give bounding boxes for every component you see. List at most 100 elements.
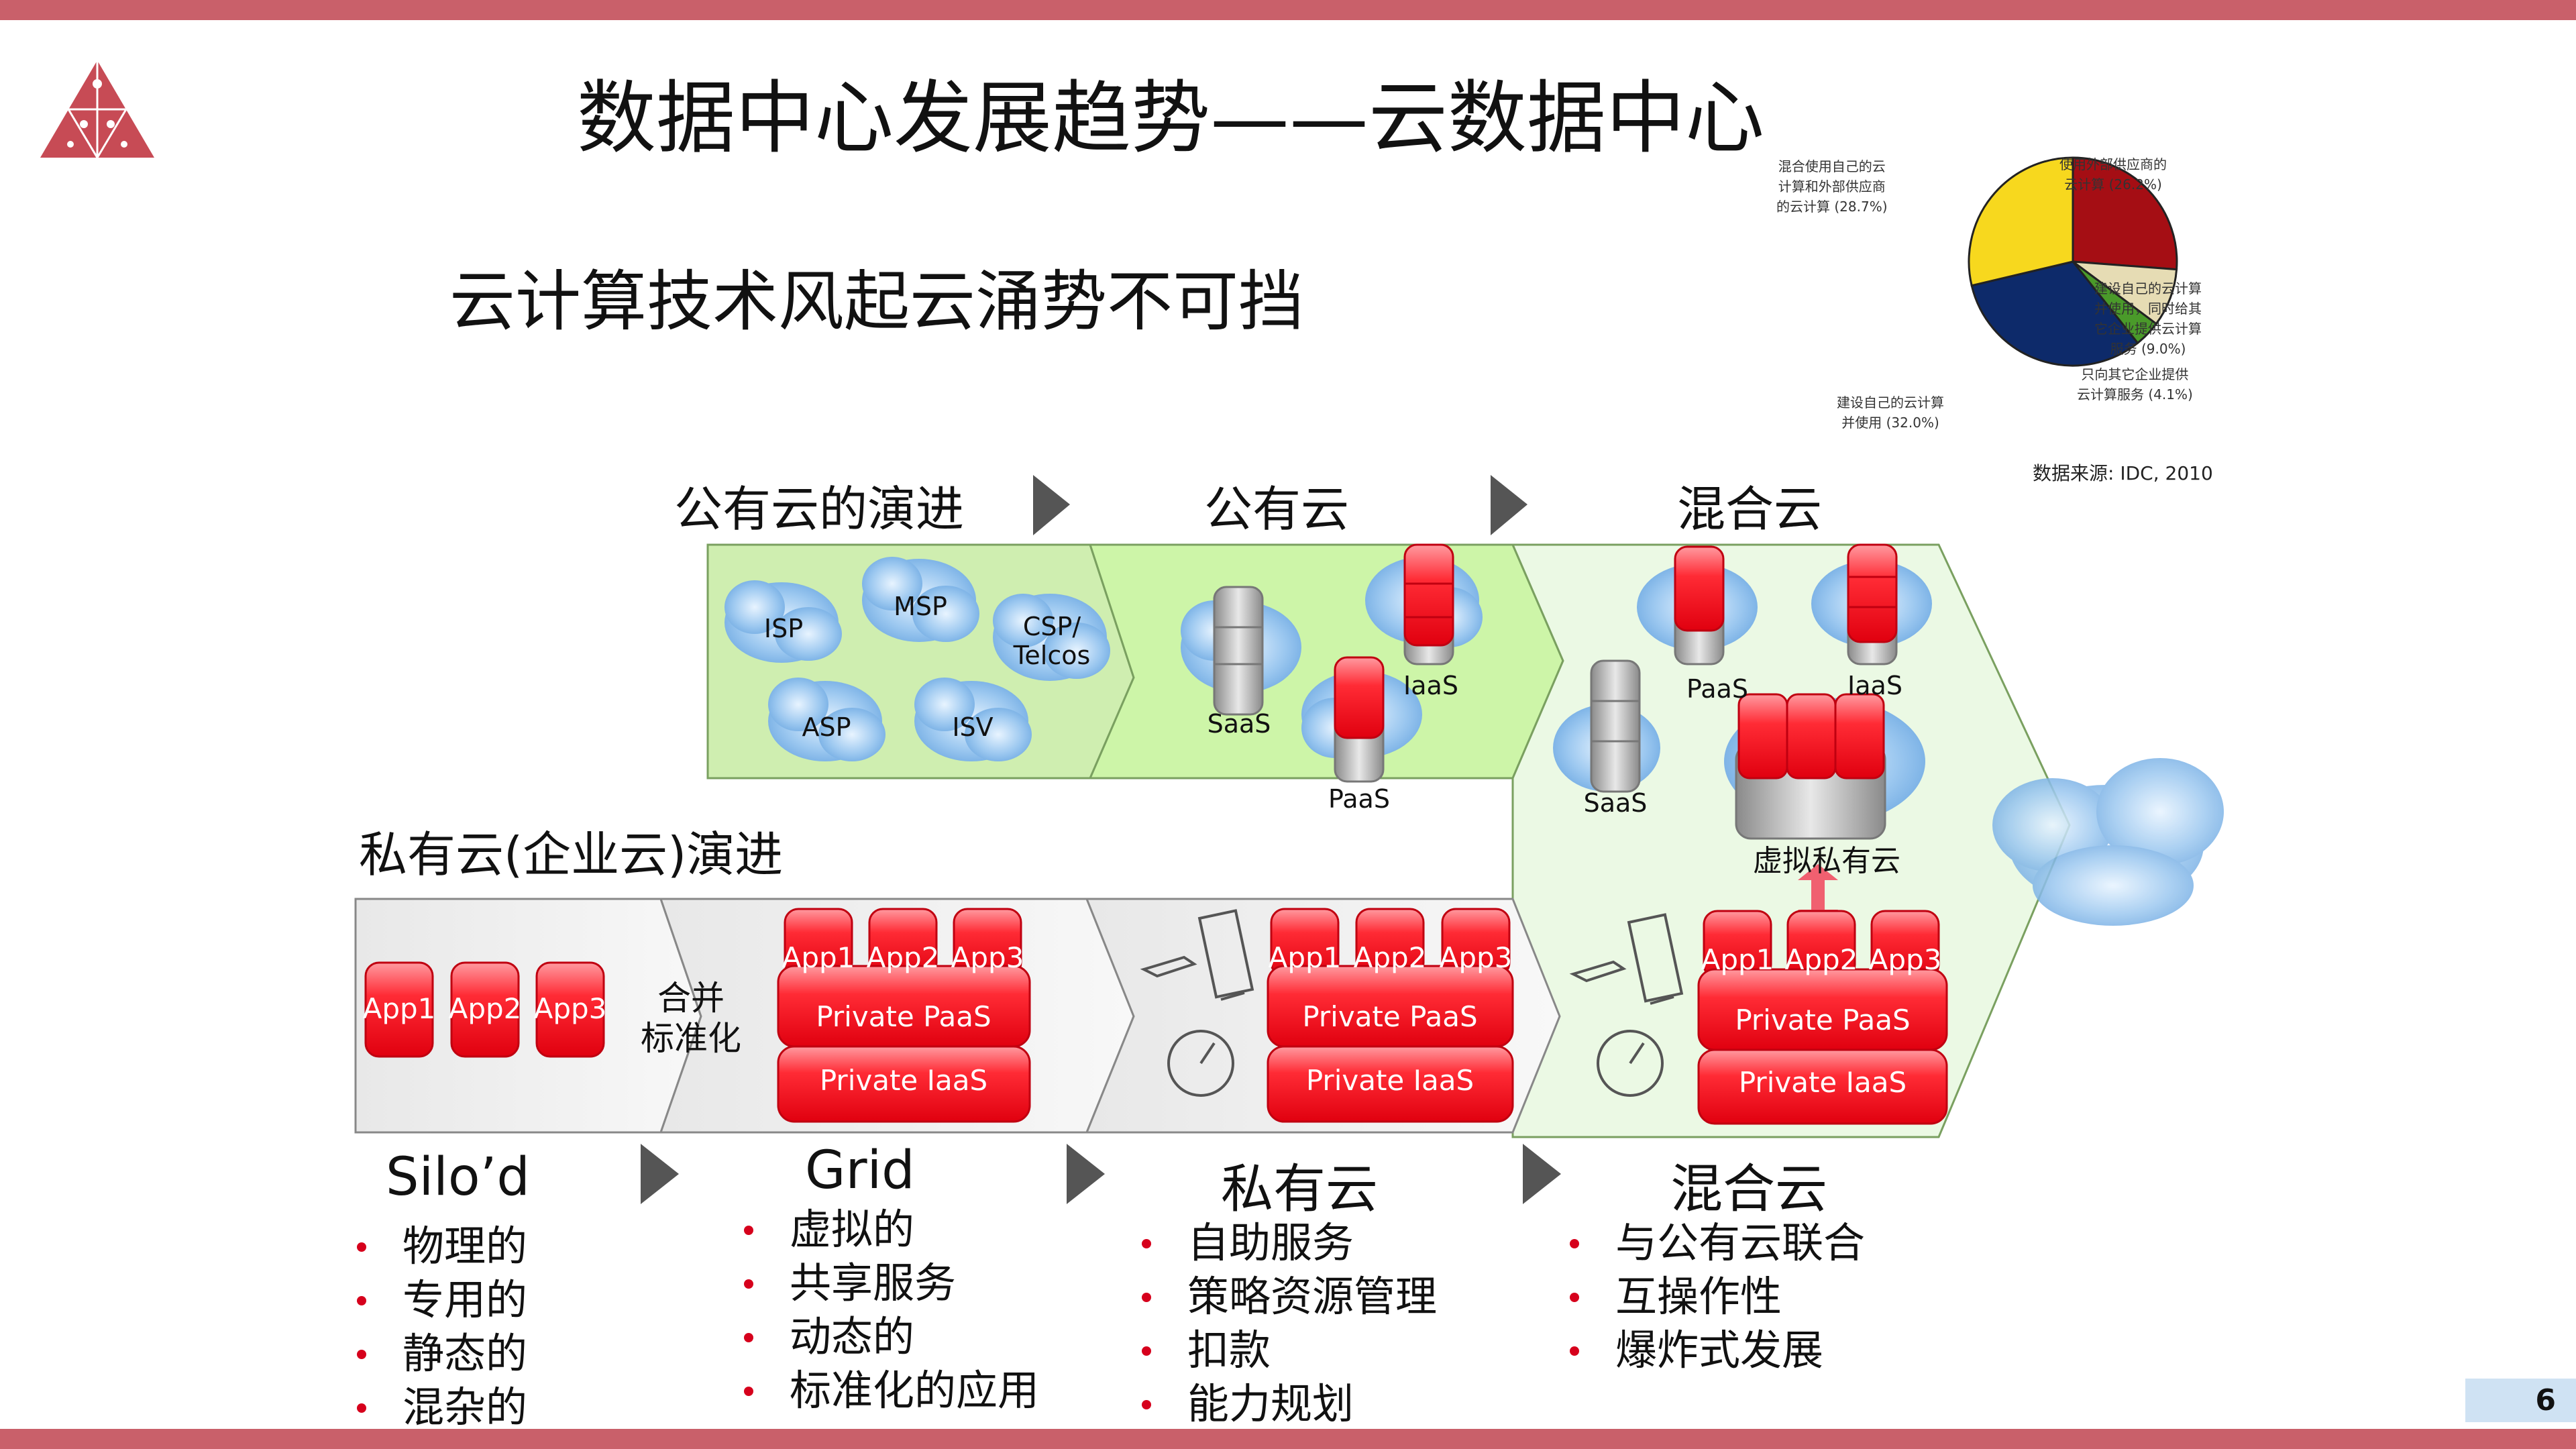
pie-slice-3 — [1970, 260, 2139, 367]
hybrid-iaas-label: IaaS — [1847, 671, 1902, 700]
svg-text:标准化: 标准化 — [641, 1019, 741, 1058]
iaas-server-icon — [1403, 543, 1454, 647]
cloud-label-asp: ASP — [802, 712, 851, 742]
column-head-private: 私有云 — [1221, 1159, 1379, 1220]
cloud-label-isp: ISP — [764, 614, 803, 643]
hybrid-cloud-heading: 混合云 — [1677, 481, 1823, 537]
pie-label-own: 建设自己的云计算并使用 (32.0%) — [1837, 394, 1944, 431]
list-item: 共享服务 — [736, 1256, 1039, 1310]
list-item: 自助服务 — [1134, 1216, 1437, 1270]
silo-bullet-list: 物理的 专用的 静态的 混杂的 — [349, 1220, 527, 1434]
merge-label: 合并 — [657, 979, 724, 1018]
private-iaas-block — [777, 1045, 1031, 1123]
saas-server-icon — [1590, 659, 1641, 793]
iaas-label: IaaS — [1403, 671, 1458, 700]
public-cloud-heading: 公有云 — [1204, 481, 1350, 537]
arrow-icon — [1491, 475, 1527, 535]
pie-slice-1 — [2069, 260, 2178, 325]
cloud-label-msp: MSP — [894, 592, 947, 621]
saas-label: SaaS — [1208, 709, 1271, 739]
arrow-icon — [641, 1144, 679, 1204]
private-paas-label: Private PaaS — [1735, 1004, 1910, 1036]
pie-label-own-and-provide: 建设自己的云计算并使用，同时给其它企业提供云计算服务 (9.0%) — [2094, 280, 2202, 357]
app-box — [450, 961, 520, 1058]
private-iaas-label: Private IaaS — [1739, 1066, 1907, 1099]
list-item: 静态的 — [349, 1327, 527, 1381]
page-number: 6 — [2465, 1379, 2576, 1422]
app-label: App3 — [1869, 943, 1942, 976]
private-iaas-block — [1267, 1045, 1514, 1123]
app-label: App3 — [951, 941, 1024, 974]
app-label: App1 — [782, 941, 855, 974]
private-paas-label: Private PaaS — [816, 1000, 991, 1033]
list-item: 扣款 — [1134, 1324, 1437, 1377]
gauge-icon — [1597, 1030, 1664, 1097]
pie-slice-4 — [1968, 156, 2074, 287]
arrow-icon — [1523, 1144, 1561, 1204]
list-item: 专用的 — [349, 1273, 527, 1327]
list-item: 与公有云联合 — [1562, 1216, 1865, 1270]
app-label: App3 — [534, 992, 607, 1025]
paas-label: PaaS — [1328, 784, 1390, 814]
logo-icon — [40, 60, 154, 158]
app-label: App1 — [1701, 943, 1774, 976]
public-evolution-heading: 公有云的演进 — [674, 481, 965, 537]
private-iaas-label: Private IaaS — [820, 1064, 987, 1097]
list-item: 物理的 — [349, 1220, 527, 1273]
private-iaas-label: Private IaaS — [1306, 1064, 1474, 1097]
app-label: App2 — [449, 992, 522, 1025]
pie-slice-0 — [2072, 156, 2178, 271]
private-bullet-list: 自助服务 策略资源管理 扣款 能力规划 — [1134, 1216, 1437, 1431]
iaas-server-icon — [1847, 543, 1898, 643]
list-item: 爆炸式发展 — [1562, 1324, 1865, 1377]
list-item: 虚拟的 — [736, 1203, 1039, 1256]
svg-text:Telcos: Telcos — [1013, 641, 1091, 670]
pie-chart — [1968, 156, 2178, 367]
private-iaas-block — [1697, 1049, 1948, 1125]
bottom-band — [0, 1429, 2576, 1449]
cloud-icon — [768, 678, 885, 761]
saas-server-icon — [1213, 586, 1264, 716]
hybrid-saas-label: SaaS — [1584, 788, 1648, 818]
list-item: 能力规划 — [1134, 1377, 1437, 1431]
pie-label-hybrid: 混合使用自己的云计算和外部供应商的云计算 (28.7%) — [1776, 158, 1888, 215]
list-item: 标准化的应用 — [736, 1364, 1039, 1417]
page-subtitle: 云计算技术风起云涌势不可挡 — [449, 264, 1305, 340]
hybrid-paas-label: PaaS — [1686, 674, 1748, 704]
cloud-icon — [993, 594, 1110, 681]
hybrid-bullet-list: 与公有云联合 互操作性 爆炸式发展 — [1562, 1216, 1865, 1377]
app-box — [364, 961, 434, 1058]
app-box — [535, 961, 605, 1058]
list-item: 动态的 — [736, 1310, 1039, 1364]
grid-bullet-list: 虚拟的 共享服务 动态的 标准化的应用 — [736, 1203, 1039, 1417]
data-source: 数据来源: IDC, 2010 — [2033, 462, 2213, 484]
list-item: 混杂的 — [349, 1381, 527, 1434]
arrow-icon — [1067, 1144, 1105, 1204]
private-evolution-heading: 私有云(企业云)演进 — [359, 826, 784, 883]
list-item: 策略资源管理 — [1134, 1270, 1437, 1324]
arrow-icon — [1033, 475, 1070, 535]
virtual-private-cloud-label: 虚拟私有云 — [1753, 844, 1900, 878]
app-label: App2 — [867, 941, 940, 974]
list-item: 互操作性 — [1562, 1270, 1865, 1324]
column-head-silo: Silo’d — [386, 1147, 530, 1208]
cloud-label-csp: CSP/ — [1023, 612, 1081, 641]
app-label: App3 — [1440, 941, 1513, 974]
cloud-label-isv: ISV — [952, 712, 993, 742]
app-label: App1 — [363, 992, 436, 1025]
gauge-icon — [1167, 1030, 1234, 1097]
external-cloud-icon — [1992, 758, 2224, 926]
paas-server-icon — [1674, 545, 1725, 632]
paas-server-icon — [1334, 656, 1385, 739]
app-label: App1 — [1269, 941, 1342, 974]
page-title: 数据中心发展趋势——云数据中心 — [577, 72, 1765, 164]
column-head-grid: Grid — [805, 1140, 915, 1201]
app-label: App2 — [1785, 943, 1858, 976]
cloud-icon — [724, 580, 842, 663]
cloud-icon — [914, 678, 1032, 761]
app-label: App2 — [1354, 941, 1427, 974]
self-service-icon — [1140, 909, 1254, 1001]
pie-label-provide-only: 只向其它企业提供云计算服务 (4.1%) — [2077, 366, 2193, 402]
private-paas-label: Private PaaS — [1302, 1000, 1477, 1033]
